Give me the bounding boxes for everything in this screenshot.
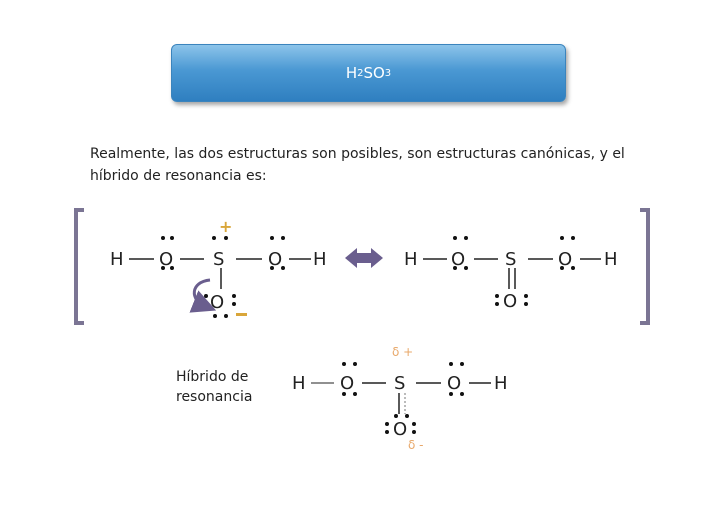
atom-h-right: H — [494, 373, 508, 394]
atom-o-right: O — [447, 373, 461, 394]
structure-2: H O S O H O — [404, 236, 618, 312]
atom-o-bottom: O — [393, 419, 407, 440]
formula-sub-3: 3 — [384, 67, 392, 79]
atom-o-left: O — [451, 249, 465, 270]
atom-s: S — [213, 249, 224, 270]
hybrid-label: Híbrido de resonancia — [176, 369, 253, 405]
atom-o-bottom: O — [210, 292, 224, 313]
intro-paragraph: Realmente, las dos estructuras son posib… — [90, 146, 625, 184]
hybrid-structure: H O S O H O δ + δ - — [292, 345, 508, 452]
atom-h-right: H — [313, 249, 327, 270]
right-bracket — [640, 208, 650, 325]
formula-h: H — [345, 64, 358, 82]
formula-sub-2: 2 — [357, 67, 364, 79]
lone-pairs — [342, 362, 464, 434]
left-bracket — [74, 208, 84, 325]
atom-o-right: O — [268, 249, 282, 270]
positive-charge: + — [219, 217, 232, 236]
atom-h-right: H — [604, 249, 618, 270]
atom-s: S — [394, 373, 405, 394]
formula-so: SO — [363, 64, 385, 82]
atom-h-left: H — [110, 249, 124, 270]
structure-1: H O S O H O + — [110, 217, 327, 318]
atom-h-left: H — [292, 373, 306, 394]
delta-minus-label: δ - — [408, 438, 424, 452]
negative-charge — [236, 313, 247, 316]
atom-h-left: H — [404, 249, 418, 270]
delta-plus-label: δ + — [392, 345, 413, 359]
lone-pairs — [453, 236, 575, 306]
atom-o-left: O — [159, 249, 173, 270]
atom-o-bottom: O — [503, 291, 517, 312]
resonance-arrow — [345, 248, 383, 268]
curved-electron-arrow — [189, 278, 217, 313]
atom-s: S — [505, 249, 516, 270]
atom-o-left: O — [340, 373, 354, 394]
atom-o-right: O — [558, 249, 572, 270]
